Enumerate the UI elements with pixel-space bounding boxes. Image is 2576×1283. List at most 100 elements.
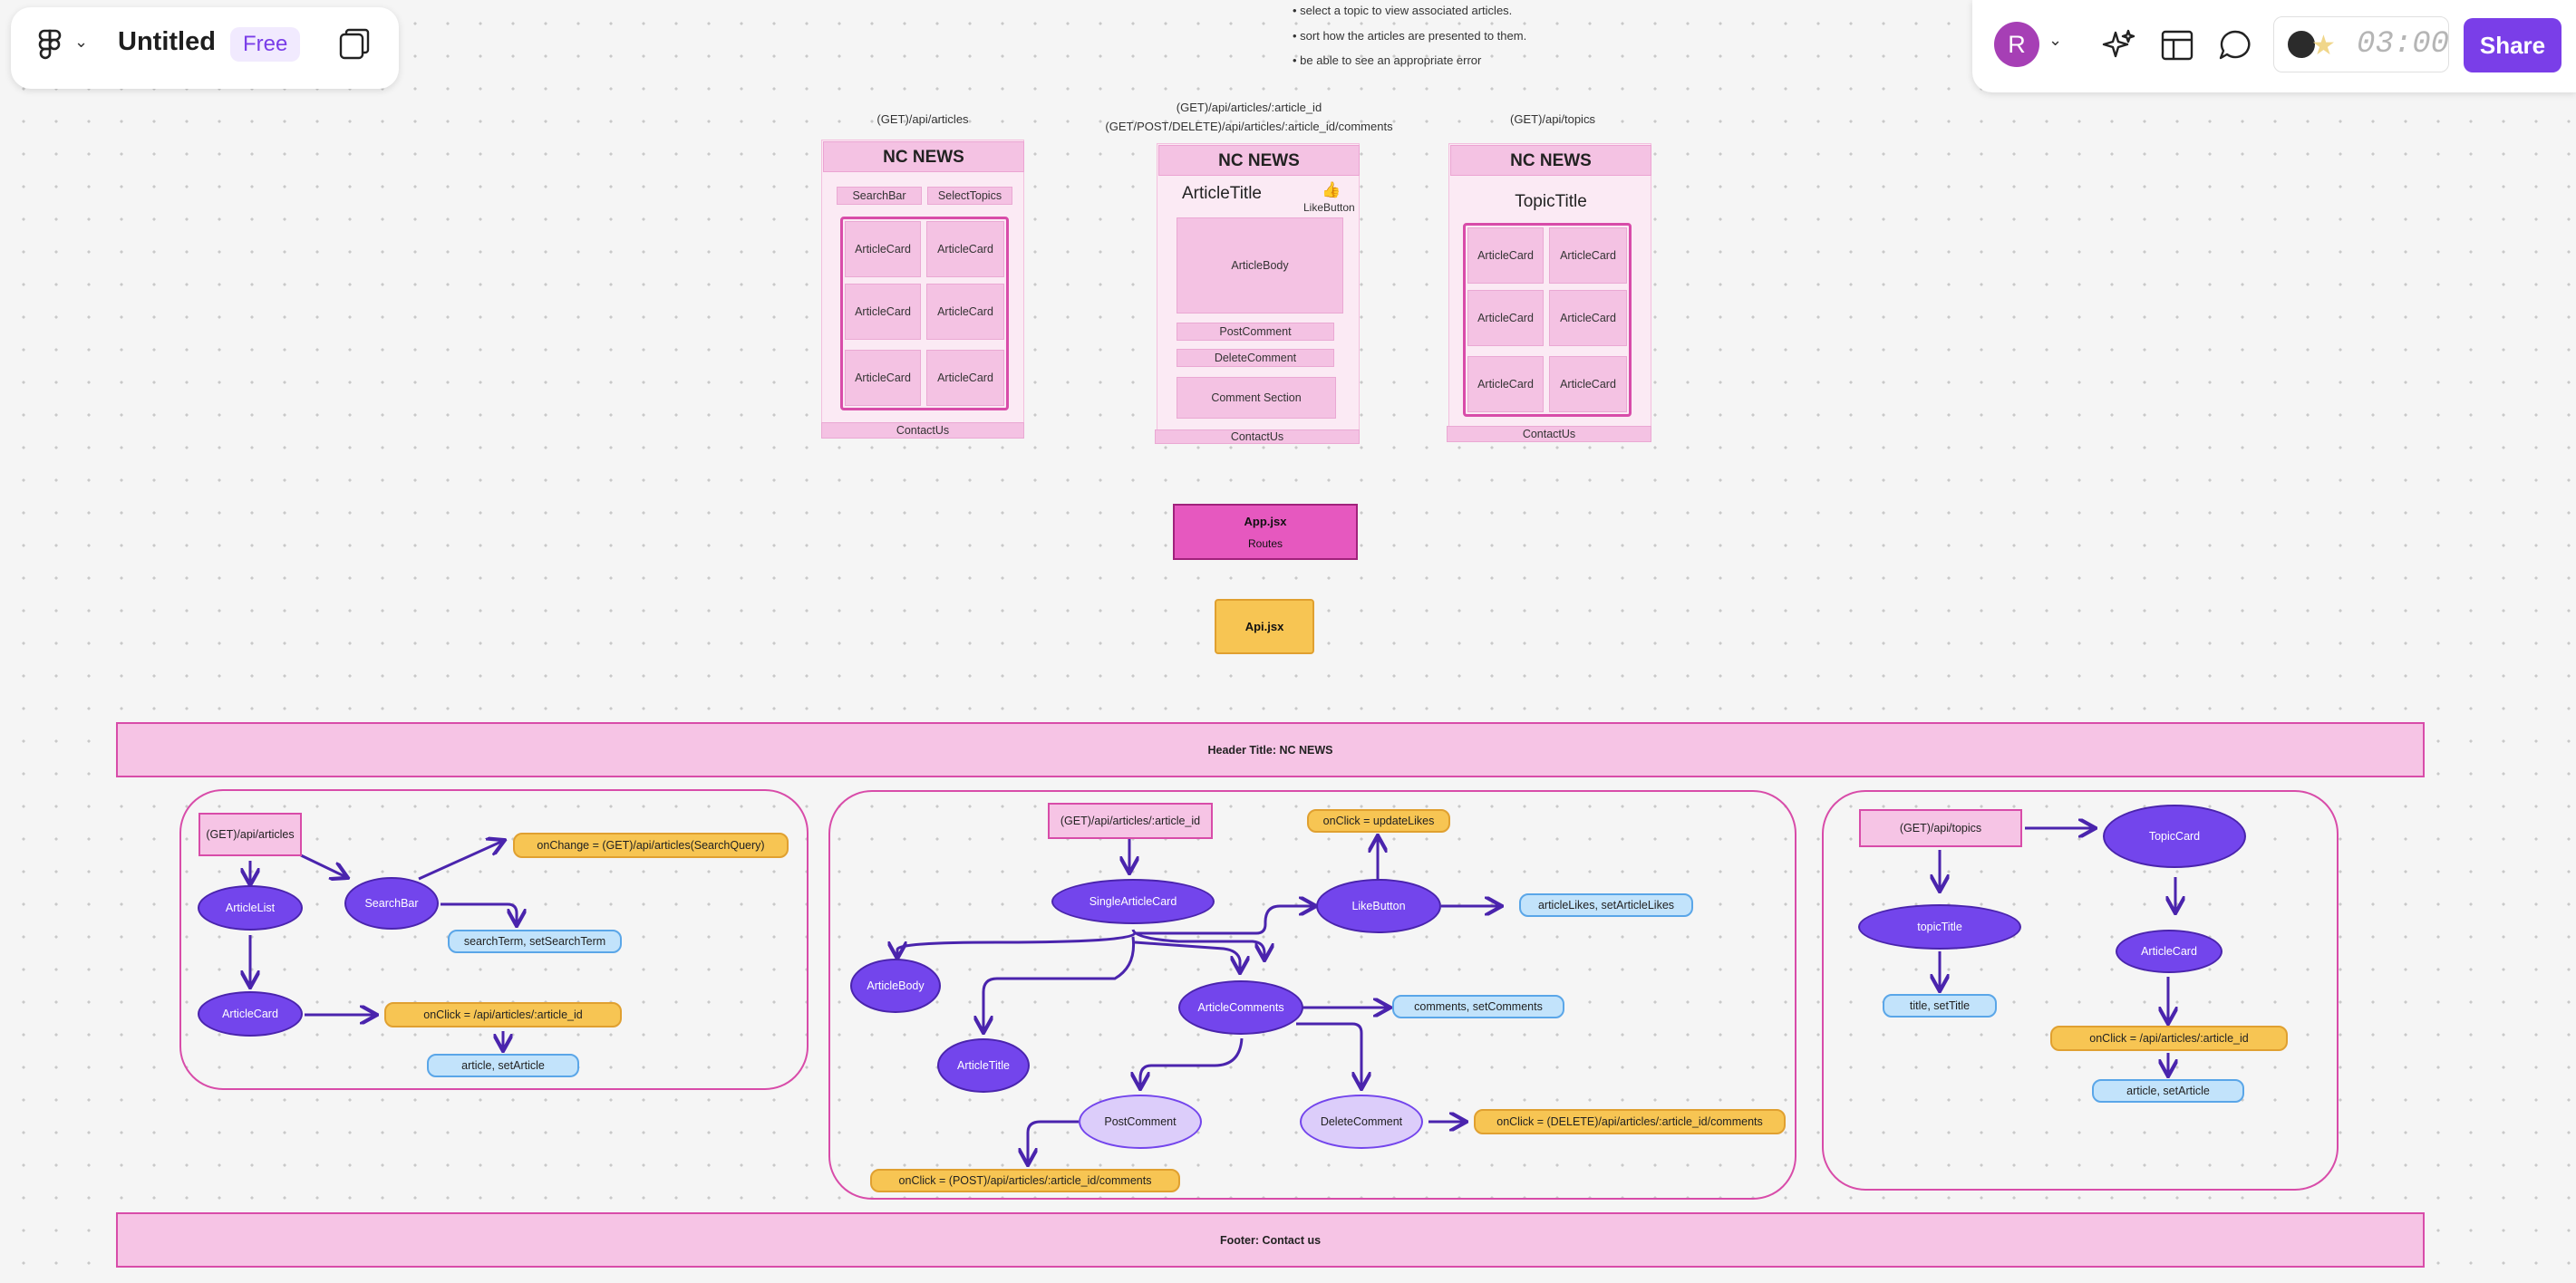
article-card-box: ArticleCard [1549,227,1627,284]
flow-node-like-button[interactable]: LikeButton [1316,879,1441,933]
on-change-handler[interactable]: onChange = (GET)/api/articles(SearchQuer… [513,833,789,858]
single-article-flow-group [828,790,1796,1200]
likes-state[interactable]: articleLikes, setArticleLikes [1519,893,1693,917]
note-item: sort how the articles are presented to t… [1293,29,1526,43]
note-item: be able to see an appropriate error [1293,53,1481,67]
article-body-box: ArticleBody [1177,217,1343,314]
app-jsx-title: App.jsx [1244,515,1287,528]
note-item: select a topic to view associated articl… [1293,4,1512,17]
flow-node-article-comments[interactable]: ArticleComments [1178,980,1303,1035]
footer-bar[interactable]: Footer: Contact us [116,1212,2425,1268]
wireframe-header: NC NEWS [1158,145,1360,176]
contact-us-box: ContactUs [821,422,1024,439]
endpoint-label: (GET)/api/topics [1510,112,1595,126]
on-click-handler[interactable]: onClick = /api/articles/:article_id [384,1002,622,1027]
timer-value: 03:00 [2357,27,2450,62]
search-state[interactable]: searchTerm, setSearchTerm [448,930,622,953]
endpoint-label: (GET)/api/articles/:article_id [1176,101,1322,114]
flow-node-delete-comment[interactable]: DeleteComment [1300,1095,1423,1149]
arrow [300,854,346,877]
article-grid [1463,223,1632,417]
on-click-like-handler[interactable]: onClick = updateLikes [1307,809,1450,833]
post-comment-box: PostComment [1177,323,1334,341]
avatar[interactable]: R [1994,22,2039,67]
article-card-box: ArticleCard [845,284,921,340]
flow-node-article-body[interactable]: ArticleBody [850,959,941,1013]
select-topics-box: SelectTopics [927,187,1012,205]
article-card-box: ArticleCard [1467,356,1544,412]
flow-node-post-comment[interactable]: PostComment [1079,1095,1202,1149]
flow-node-single-article-card[interactable]: SingleArticleCard [1051,879,1215,924]
contact-us-box: ContactUs [1447,426,1651,442]
file-title[interactable]: Untitled [118,27,216,56]
flow-endpoint-box[interactable]: (GET)/api/articles/:article_id [1048,803,1213,839]
sparkle-icon[interactable] [2101,27,2137,63]
flow-node-topic-title[interactable]: topicTitle [1858,904,2021,950]
chevron-down-icon[interactable]: ⌄ [2048,31,2063,49]
article-card-box: ArticleCard [845,350,921,406]
api-jsx-box[interactable]: Api.jsx [1215,599,1314,654]
article-state[interactable]: article, setArticle [2092,1079,2244,1103]
comment-icon[interactable] [2217,27,2253,63]
article-title-text: ArticleTitle [1182,184,1262,203]
thumbs-up-icon: 👍 [1322,181,1341,198]
article-card-box: ArticleCard [926,284,1004,340]
flow-node-article-card[interactable]: ArticleCard [2116,930,2223,973]
wireframe-header: NC NEWS [1450,145,1651,176]
flow-node-article-card[interactable]: ArticleCard [198,991,303,1037]
article-grid [840,217,1009,410]
endpoint-label: (GET/POST/DELETE)/api/articles/:article_… [1105,120,1393,133]
articles-flow-group [179,789,809,1090]
layout-icon[interactable] [2159,27,2195,63]
flow-endpoint-box[interactable]: (GET)/api/articles [199,813,302,856]
article-card-box: ArticleCard [1467,290,1544,346]
arrow [1140,1037,1244,1087]
delete-comment-box: DeleteComment [1177,349,1334,367]
article-card-box: ArticleCard [1549,356,1627,412]
timer-avatar-icon [2286,29,2317,60]
article-card-box: ArticleCard [926,350,1004,406]
arrow [983,936,1136,1031]
flow-node-search-bar[interactable]: SearchBar [344,877,439,930]
article-card-box: ArticleCard [1467,227,1544,284]
arrow [441,902,517,924]
on-click-handler[interactable]: onClick = /api/articles/:article_id [2050,1026,2288,1051]
arrow [1028,1120,1079,1163]
comments-state[interactable]: comments, setComments [1392,995,1564,1018]
arrow [897,931,1137,957]
arrow [1135,906,1314,935]
flow-node-article-list[interactable]: ArticleList [198,885,303,931]
comment-section-box: Comment Section [1177,377,1336,419]
flow-node-article-title[interactable]: ArticleTitle [937,1038,1030,1093]
topic-title-text: TopicTitle [1515,192,1587,211]
flow-endpoint-box[interactable]: (GET)/api/topics [1859,809,2022,847]
star-icon: ★ [2311,31,2336,61]
on-click-delete-handler[interactable]: onClick = (DELETE)/api/articles/:article… [1474,1109,1786,1134]
pages-icon[interactable] [337,27,372,62]
app-jsx-subtitle: Routes [1247,537,1283,550]
chevron-down-icon[interactable]: ⌄ [74,33,89,51]
article-card-box: ArticleCard [845,221,921,277]
topics-flow-group [1822,790,2339,1191]
search-bar-box: SearchBar [837,187,922,205]
title-state[interactable]: title, setTitle [1883,994,1997,1018]
figma-logo-icon[interactable] [36,27,63,63]
article-card-box: ArticleCard [1549,290,1627,346]
article-state[interactable]: article, setArticle [427,1054,579,1077]
file-toolbar [11,7,399,89]
arrow [1131,929,1264,959]
wireframe-header: NC NEWS [823,141,1024,172]
app-jsx-box[interactable]: App.jsx Routes [1173,504,1358,560]
like-button-label: LikeButton [1303,201,1355,214]
plan-badge[interactable]: Free [230,27,301,62]
on-click-post-handler[interactable]: onClick = (POST)/api/articles/:article_i… [870,1169,1180,1192]
arrow [1134,941,1240,971]
header-bar[interactable]: Header Title: NC NEWS [116,722,2425,777]
endpoint-label: (GET)/api/articles [876,112,969,126]
arrow [418,841,503,881]
share-button[interactable]: Share [2464,18,2561,72]
flow-node-topic-card[interactable]: TopicCard [2103,805,2246,868]
arrow [1296,1022,1361,1087]
article-card-box: ArticleCard [926,221,1004,277]
